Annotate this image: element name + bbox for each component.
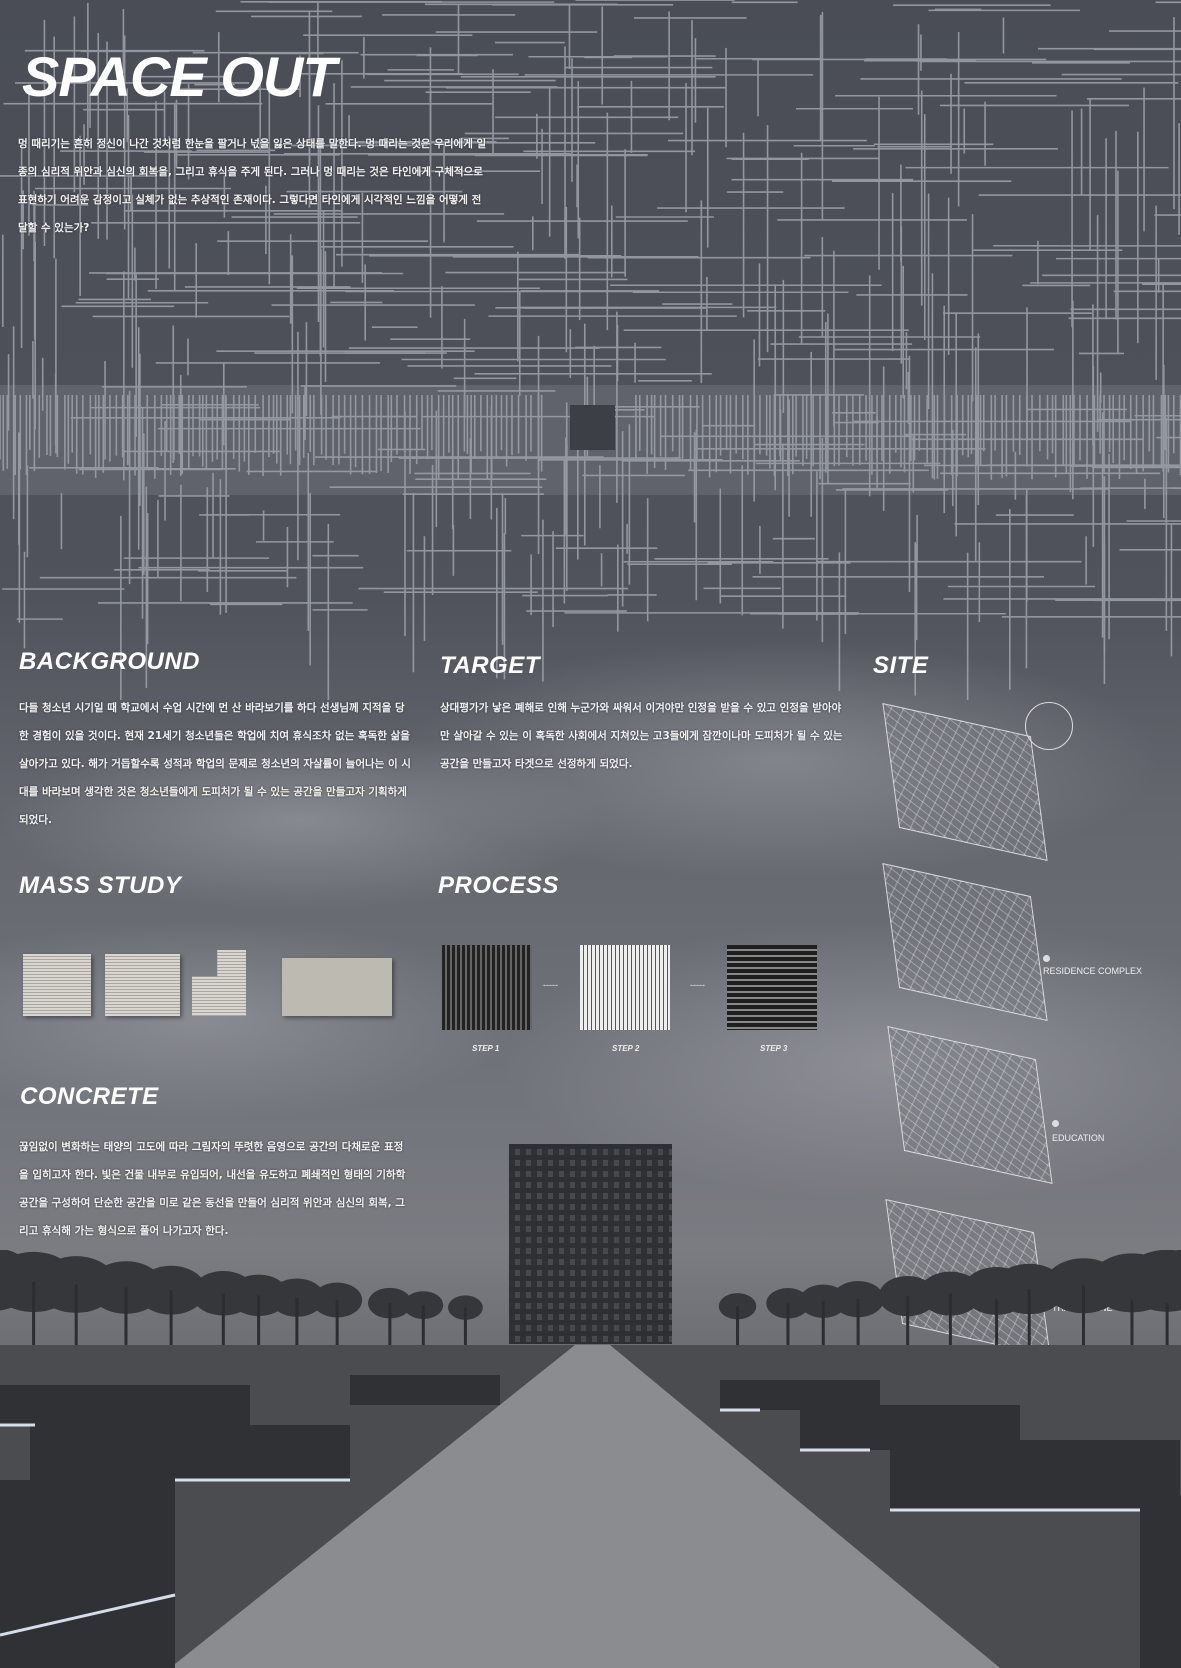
concrete-heading: CONCRETE xyxy=(20,1083,159,1110)
poster-title: SPACE OUT xyxy=(22,45,337,108)
step-1-label: STEP 1 xyxy=(472,1044,500,1053)
background-line: 되었다. xyxy=(19,814,52,826)
background-text: 다들 청소년 시기일 때 학교에서 수업 시간에 먼 산 바라보기를 하다 선생… xyxy=(19,694,411,834)
site-label-education: EDUCATION xyxy=(1052,1133,1105,1143)
background-line: 한 경험이 있을 것이다. 현재 21세기 청소년들은 학업에 치여 휴식조차 … xyxy=(19,730,410,742)
background-line: 살아가고 있다. 해가 거듭할수록 성적과 학업의 문제로 청소년의 자살률이 … xyxy=(19,758,411,770)
intro-line: 종의 심리적 위안과 심신의 회복을, 그리고 휴식을 주게 된다. 그러나 멍… xyxy=(18,166,483,178)
intro-line: 표현하기 어려운 감정이고 실체가 없는 추상적인 존재이다. 그렇다면 타인에… xyxy=(18,194,482,206)
mass-model-4 xyxy=(282,958,392,1016)
site-label-residence: RESIDENCE COMPLEX xyxy=(1043,966,1143,976)
background-heading: BACKGROUND xyxy=(19,648,200,675)
concrete-text: 끊임없이 변화하는 태양의 고도에 따라 그림자의 뚜렷한 음영으로 공간의 다… xyxy=(19,1133,405,1245)
step-3-label: STEP 3 xyxy=(760,1044,788,1053)
process-step3-model xyxy=(727,945,817,1030)
process-step2-model xyxy=(580,945,670,1030)
intro-line: 멍 때리기는 흔히 정신이 나간 것처럼 한눈을 팔거나 넋을 잃은 상태를 말… xyxy=(18,138,487,150)
step-2-label: STEP 2 xyxy=(612,1044,640,1053)
process-step1-model xyxy=(442,945,532,1030)
background-line: 다들 청소년 시기일 때 학교에서 수업 시간에 먼 산 바라보기를 하다 선생… xyxy=(19,702,405,714)
concrete-line: 끊임없이 변화하는 태양의 고도에 따라 그림자의 뚜렷한 음영으로 공간의 다… xyxy=(19,1141,404,1153)
mass-study-heading: MASS STUDY xyxy=(19,872,182,899)
concrete-line: 리고 휴식해 가는 형식으로 풀어 나가고자 한다. xyxy=(19,1225,229,1237)
site-heading: SITE xyxy=(873,652,929,679)
mass-model-2 xyxy=(105,954,180,1016)
target-text: 상대평가가 낳은 폐해로 인해 누군가와 싸워서 이겨야만 인정을 받을 수 있… xyxy=(440,694,843,778)
intro-text: 멍 때리기는 흔히 정신이 나간 것처럼 한눈을 팔거나 넋을 잃은 상태를 말… xyxy=(18,130,486,242)
concrete-building-render xyxy=(509,1144,672,1344)
process-connector: ----- xyxy=(543,980,558,990)
concrete-line: 공간을 구성하여 단순한 공간을 미로 같은 동선을 만들어 심리적 위안과 심… xyxy=(19,1197,405,1209)
target-heading: TARGET xyxy=(440,652,540,679)
tree-line-illustration xyxy=(0,1250,1181,1350)
process-connector: ----- xyxy=(690,980,705,990)
mass-model-1 xyxy=(23,954,91,1016)
residence-marker-icon xyxy=(1043,955,1050,962)
target-line: 공간을 만들고자 타겟으로 선정하게 되었다. xyxy=(440,758,633,770)
background-line: 대를 바라보며 생각한 것은 청소년들에게 도피처가 될 수 있는 공간을 만들… xyxy=(19,786,407,798)
concrete-block-field-render xyxy=(0,1345,1181,1668)
site-detail-circle xyxy=(1025,702,1073,750)
concrete-line: 을 입히고자 한다. 빛은 건물 내부로 유입되어, 내선을 유도하고 폐쇄적인… xyxy=(19,1169,406,1181)
education-marker-icon xyxy=(1052,1120,1059,1127)
target-line: 만 살아갈 수 있는 이 혹독한 사회에서 지쳐있는 고3들에게 잠깐이나마 도… xyxy=(440,730,843,742)
target-line: 상대평가가 낳은 폐해로 인해 누군가와 싸워서 이겨야만 인정을 받을 수 있… xyxy=(440,702,842,714)
process-heading: PROCESS xyxy=(438,872,559,899)
wireframe-grid-illustration xyxy=(0,0,1181,700)
intro-line: 달할 수 있는가? xyxy=(18,222,90,234)
